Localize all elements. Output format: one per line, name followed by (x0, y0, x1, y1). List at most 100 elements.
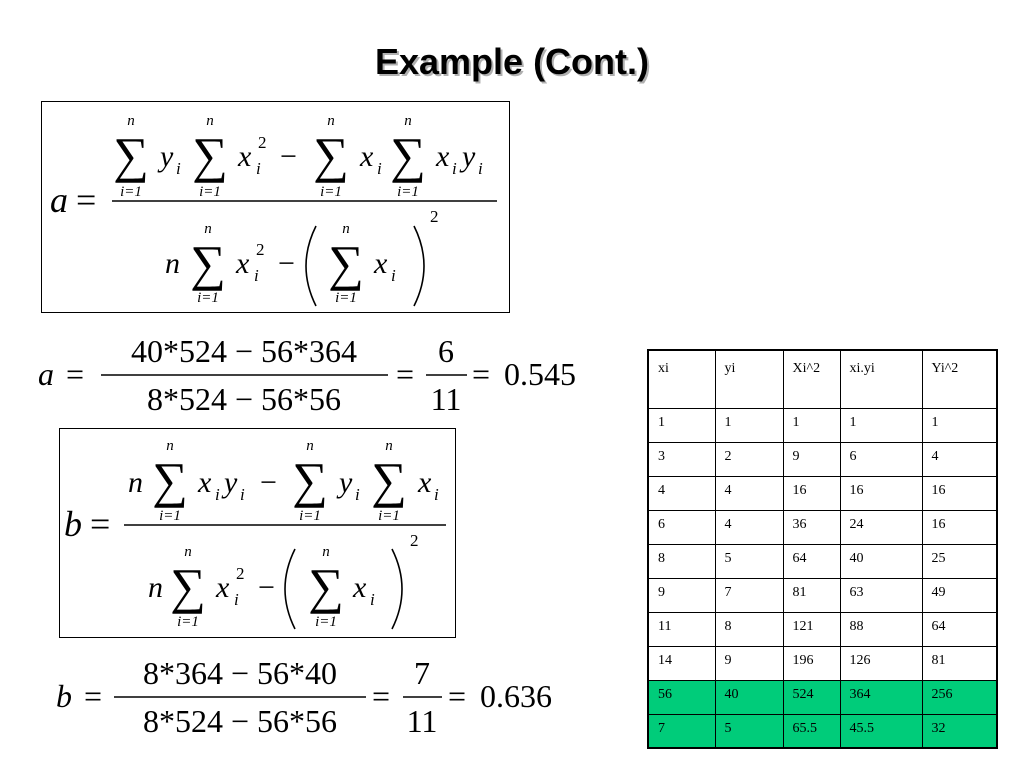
left-paren (305, 225, 317, 307)
sum-sigma: ∑ (113, 127, 149, 183)
table-cell: 4 (921, 441, 998, 477)
table-cell: 5 (714, 543, 784, 579)
table-cell: 24 (839, 509, 923, 545)
sum-sigma: ∑ (190, 235, 226, 291)
table-cell: 88 (839, 611, 923, 647)
table-cell: 4 (714, 509, 784, 545)
table-cell: 2 (714, 441, 784, 477)
term-x: x (197, 466, 212, 499)
calc-a-result: 0.545 (504, 356, 576, 392)
sum-lower-limit: i=1 (197, 290, 219, 306)
sum-upper-limit: n (184, 544, 192, 560)
table-cell: 81 (921, 645, 998, 681)
table-cell: 32 (921, 713, 998, 749)
term-sub: i (355, 485, 360, 504)
term-sub: i (234, 590, 239, 609)
table-cell: 65.5 (782, 713, 841, 749)
calc-a-denominator: 8*524 − 56*56 (147, 381, 341, 417)
term-x: x (237, 140, 252, 173)
formula-a-box (41, 101, 510, 313)
table-cell: 4 (714, 475, 784, 511)
sum-upper-limit: n (166, 438, 174, 454)
table-cell: 4 (647, 475, 716, 511)
calc-a-simplified-numerator: 6 (438, 333, 454, 369)
calc-b-simplified-denominator: 11 (407, 703, 438, 739)
sum-sigma: ∑ (152, 452, 188, 508)
sum-upper-limit: n (127, 113, 135, 129)
term-sup: 2 (410, 531, 419, 550)
table-cell: 9 (782, 441, 841, 477)
term-sub: i (256, 159, 261, 178)
calc-b-equals: = (372, 678, 390, 714)
sum-sigma: ∑ (292, 452, 328, 508)
table-header-cell: yi (714, 349, 784, 409)
table-cell: 49 (921, 577, 998, 613)
sum-lower-limit: i=1 (397, 184, 419, 200)
table-cell: 63 (839, 577, 923, 613)
table-cell: 196 (782, 645, 841, 681)
slide-title: Example (Cont.) (374, 41, 650, 82)
term-sup: 2 (430, 207, 439, 226)
table-cell: 1 (714, 407, 784, 443)
table-cell: 16 (921, 475, 998, 511)
term-sub: i (176, 159, 181, 178)
term-x: x (417, 466, 432, 499)
term-sub: i (377, 159, 382, 178)
sum-lower-limit: i=1 (120, 184, 142, 200)
term-n: n (165, 247, 180, 280)
table-cell: 1 (647, 407, 716, 443)
sum-sigma: ∑ (308, 558, 344, 614)
term-sub: i (254, 266, 259, 285)
table-cell: 364 (839, 679, 923, 715)
term-n: n (148, 571, 163, 604)
table-cell: 45.5 (839, 713, 923, 749)
table-cell: 6 (839, 441, 923, 477)
table-cell: 16 (839, 475, 923, 511)
right-paren (391, 548, 403, 630)
table-cell: 25 (921, 543, 998, 579)
term-sup: 2 (236, 564, 245, 583)
table-cell: 6 (647, 509, 716, 545)
term-x: x (359, 140, 374, 173)
sum-sigma: ∑ (192, 127, 228, 183)
calc-b-denominator: 8*524 − 56*56 (143, 703, 337, 739)
sum-lower-limit: i=1 (299, 508, 321, 524)
sum-upper-limit: n (327, 113, 335, 129)
term-sup: 2 (258, 133, 267, 152)
sum-upper-limit: n (204, 221, 212, 237)
calc-b-result: 0.636 (480, 678, 552, 714)
minus-sign: − (258, 571, 275, 604)
minus-sign: − (278, 247, 295, 280)
term-sub: i (452, 159, 457, 178)
formula-b-box (59, 428, 456, 638)
table-cell: 8 (647, 543, 716, 579)
table-cell: 40 (714, 679, 784, 715)
table-cell: 40 (839, 543, 923, 579)
table-header-cell: Xi^2 (782, 349, 841, 409)
formula-a-equals: = (76, 180, 96, 220)
term-x: x (435, 140, 450, 173)
sum-upper-limit: n (404, 113, 412, 129)
term-sup: 2 (256, 240, 265, 259)
table-cell: 7 (647, 713, 716, 749)
sum-sigma: ∑ (371, 452, 407, 508)
calc-b-equals: = (84, 678, 102, 714)
calc-a-equals: = (472, 356, 490, 392)
sum-upper-limit: n (322, 544, 330, 560)
calc-a-equals: = (396, 356, 414, 392)
sum-upper-limit: n (306, 438, 314, 454)
left-paren (284, 548, 296, 630)
term-sub: i (391, 266, 396, 285)
table-header-cell: xi.yi (839, 349, 923, 409)
calc-b-simplified-numerator: 7 (414, 655, 430, 691)
sum-lower-limit: i=1 (320, 184, 342, 200)
table-cell: 256 (921, 679, 998, 715)
sum-sigma: ∑ (170, 558, 206, 614)
